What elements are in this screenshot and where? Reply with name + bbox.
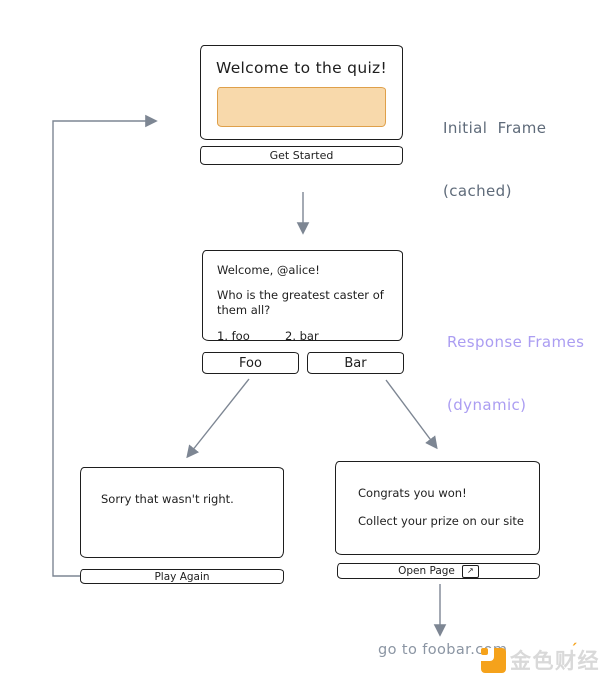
initial-frame-annotation: Initial Frame (cached) — [443, 76, 546, 223]
initial-frame: Welcome to the quiz! — [200, 45, 403, 140]
annotation-line: (dynamic) — [447, 396, 527, 414]
annotation-line: (cached) — [443, 182, 512, 200]
arrow-bar-to-win — [385, 379, 438, 450]
watermark-text: ˊ 金色财经 — [510, 641, 600, 675]
question-option-1: 1. foo — [217, 329, 250, 343]
question-frame: Welcome, @alice! Who is the greatest cas… — [202, 250, 403, 343]
initial-frame-title: Welcome to the quiz! — [216, 59, 387, 77]
arrow-foo-to-wrong — [186, 378, 250, 459]
question-option-2: 2. bar — [285, 329, 319, 343]
external-link-icon: ↗ — [461, 564, 479, 578]
bar-button: Bar — [307, 352, 404, 374]
foo-button-label: Foo — [239, 355, 262, 371]
get-started-button: Get Started — [200, 146, 403, 165]
win-message-line1: Congrats you won! — [358, 486, 467, 500]
initial-frame-image-placeholder — [217, 87, 386, 127]
get-started-button-label: Get Started — [269, 149, 334, 162]
watermark: ˊ 金色财经 — [481, 641, 600, 675]
play-again-button-label: Play Again — [154, 570, 210, 583]
watermark-text-label: 金色财经 — [510, 649, 600, 673]
question-greeting: Welcome, @alice! — [217, 263, 320, 277]
question-text-line2: them all? — [217, 303, 271, 317]
foo-button: Foo — [202, 352, 299, 374]
open-page-button-label: Open Page — [398, 565, 455, 577]
question-text-line1: Who is the greatest caster of — [217, 288, 384, 302]
bar-button-label: Bar — [344, 355, 367, 371]
watermark-tick-icon: ˊ — [570, 641, 579, 659]
annotation-line: Response Frames — [447, 333, 585, 351]
win-message-line2: Collect your prize on our site — [358, 514, 524, 528]
wrong-answer-frame: Sorry that wasn't right. — [80, 467, 284, 558]
annotation-line: Initial Frame — [443, 119, 547, 137]
watermark-logo-icon — [481, 647, 506, 673]
open-page-button: Open Page ↗ — [337, 563, 540, 579]
footer-note: go to foobar.com — [378, 642, 508, 658]
play-again-button: Play Again — [80, 569, 284, 584]
response-frames-annotation: Response Frames (dynamic) — [447, 290, 584, 437]
wrong-answer-message: Sorry that wasn't right. — [101, 492, 234, 506]
win-frame: Congrats you won! Collect your prize on … — [335, 461, 540, 555]
